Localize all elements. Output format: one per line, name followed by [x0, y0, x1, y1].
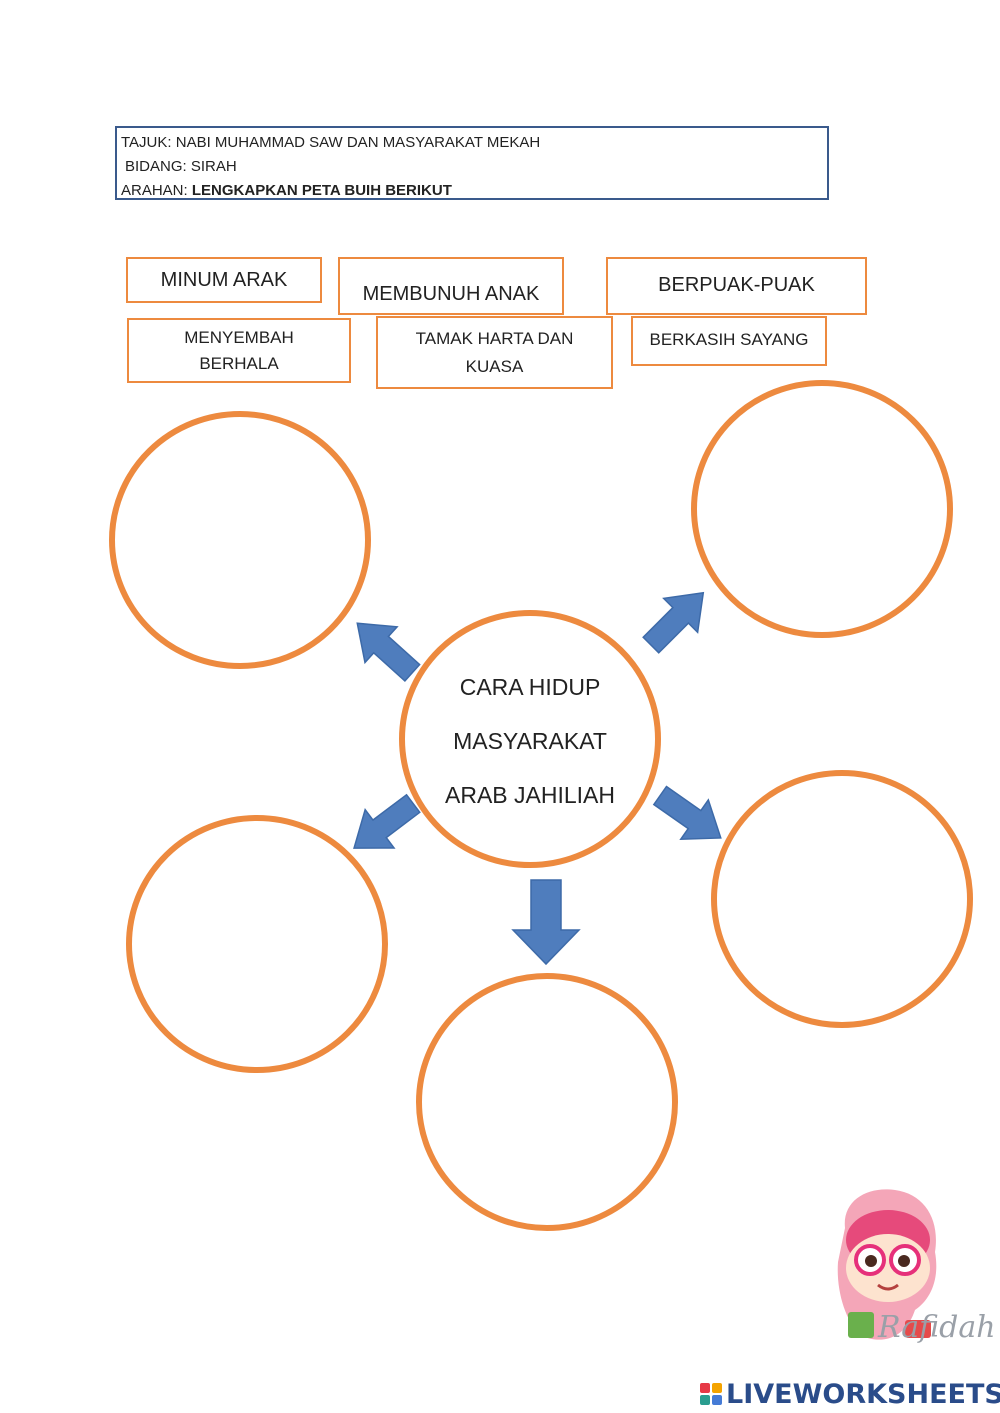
word-membunuh-anak-label: MEMBUNUH ANAK [362, 282, 540, 305]
outer-bubble-top-left[interactable] [109, 411, 371, 669]
word-berpuak-puak-label: BERPUAK-PUAK [658, 273, 815, 296]
outer-bubble-bottom-right[interactable] [711, 770, 973, 1028]
tajuk-label: TAJUK: [121, 134, 172, 151]
arrow-to-top-left [356, 622, 421, 682]
word-berpuak-puak[interactable]: BERPUAK-PUAK [606, 257, 867, 315]
word-tamak-harta-line2: KUASA [465, 356, 524, 376]
bidang-value: SIRAH [190, 158, 237, 175]
center-line-1: CARA HIDUP [459, 674, 601, 700]
arrow-to-bottom-center [511, 879, 581, 966]
word-menyembah-berhala[interactable]: MENYEMBAH BERHALA [127, 318, 351, 383]
liveworksheets-logo: LIVEWORKSHEETS [700, 1378, 1000, 1410]
arrow-to-bottom-right [652, 785, 722, 841]
signature-rafidah: Rafidah [878, 1310, 996, 1345]
arahan-label: ARAHAN: [121, 182, 188, 199]
word-menyembah-berhala-line2: BERHALA [199, 353, 279, 373]
word-minum-arak[interactable]: MINUM ARAK [126, 257, 322, 303]
center-bubble-label: CARA HIDUP MASYARAKAT ARAB JAHILIAH [400, 660, 660, 822]
bidang-label: BIDANG: [125, 158, 187, 175]
arrow-to-bottom-left [353, 793, 421, 849]
word-membunuh-anak[interactable]: MEMBUNUH ANAK [338, 257, 564, 315]
word-tamak-harta-line1: TAMAK HARTA DAN [415, 328, 574, 348]
word-minum-arak-label: MINUM ARAK [160, 268, 288, 291]
liveworksheets-text: LIVEWORKSHEETS [726, 1378, 1000, 1410]
word-berkasih-sayang-label: BERKASIH SAYANG [649, 330, 809, 349]
word-tamak-harta[interactable]: TAMAK HARTA DAN KUASA [376, 316, 613, 389]
liveworksheets-mark-icon [700, 1383, 722, 1405]
word-berkasih-sayang[interactable]: BERKASIH SAYANG [631, 316, 827, 366]
outer-bubble-bottom-left[interactable] [126, 815, 388, 1073]
bidang-line: BIDANG: SIRAH [121, 155, 823, 179]
center-line-2: MASYARAKAT [453, 728, 607, 754]
center-line-3: ARAB JAHILIAH [445, 782, 615, 808]
word-menyembah-berhala-line1: MENYEMBAH [184, 327, 294, 347]
outer-bubble-top-right[interactable] [691, 380, 953, 638]
tajuk-value: NABI MUHAMMAD SAW DAN MASYARAKAT MEKAH [175, 134, 541, 151]
arahan-value: LENGKAPKAN PETA BUIH BERIKUT [191, 182, 452, 199]
arahan-line: ARAHAN: LENGKAPKAN PETA BUIH BERIKUT [121, 179, 823, 203]
center-bubble [399, 610, 661, 868]
outer-bubble-bottom-center[interactable] [416, 973, 678, 1231]
hijab-girl-sticker [837, 1189, 937, 1340]
tajuk-line: TAJUK: NABI MUHAMMAD SAW DAN MASYARAKAT … [121, 131, 823, 155]
arrow-to-top-right [642, 591, 705, 654]
header-box: TAJUK: NABI MUHAMMAD SAW DAN MASYARAKAT … [115, 126, 829, 200]
